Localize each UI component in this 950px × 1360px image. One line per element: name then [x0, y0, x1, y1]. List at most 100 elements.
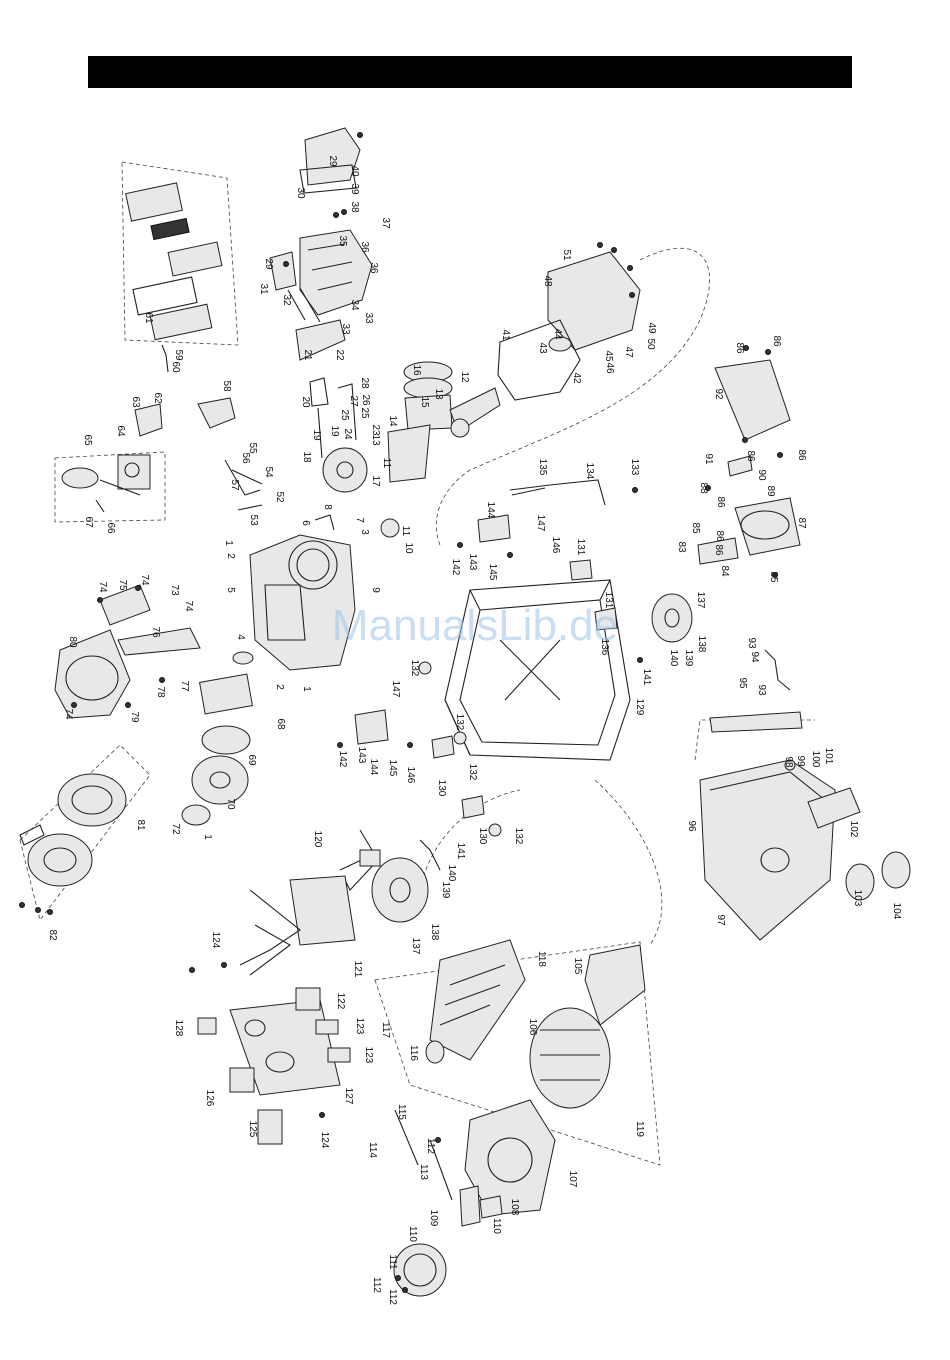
part-number-label: 86 [713, 544, 724, 556]
part-number-label: 49 [646, 322, 657, 334]
part-number-label: 93 [746, 637, 757, 649]
alternator-group-outline [374, 941, 661, 1166]
part-number-label: 38 [349, 201, 360, 213]
wheels [371, 593, 693, 923]
part-number-label: 124 [210, 932, 221, 949]
part-number-label: 12 [459, 371, 470, 383]
part-number-label: 130 [477, 828, 488, 845]
blower-housing [54, 584, 201, 719]
part-number-label: 112 [371, 1277, 382, 1293]
part-number-label: 145 [487, 564, 498, 581]
part-number-label: 35 [337, 235, 348, 247]
part-number-label: 27 [348, 395, 359, 407]
part-number-label: 74 [139, 574, 150, 586]
part-number-label: 119 [634, 1121, 645, 1137]
part-number-label: 132 [409, 660, 420, 677]
part-number-label: 47 [623, 346, 634, 358]
part-number-label: 60 [170, 361, 181, 373]
part-number-label: 88 [698, 482, 709, 494]
part-number-label: 6 [300, 520, 311, 526]
part-number-label: 33 [340, 323, 351, 335]
part-number-label: 86 [771, 335, 782, 347]
fasteners [19, 132, 783, 1293]
part-number-label: 4 [235, 634, 246, 640]
part-number-label: 51 [561, 249, 572, 261]
part-number-label: 44 [552, 328, 563, 340]
part-number-label: 139 [683, 650, 694, 667]
recoil-starter [19, 773, 127, 887]
part-number-label: 62 [152, 392, 163, 404]
part-number-label: 120 [312, 831, 323, 848]
part-number-label: 43 [537, 342, 548, 354]
part-number-label: 55 [247, 442, 258, 454]
part-number-label: 29 [327, 155, 338, 167]
part-number-label: 23 [370, 424, 381, 436]
part-number-label: 40 [349, 165, 360, 177]
part-number-label: 108 [509, 1199, 520, 1216]
part-number-label: 54 [263, 466, 274, 478]
part-number-label: 1 [223, 540, 234, 546]
part-number-label: 2 [225, 553, 236, 559]
piston-crank-assembly [322, 361, 501, 493]
part-number-label: 21 [302, 349, 313, 361]
part-number-label: 104 [891, 903, 902, 920]
part-number-label: 86 [796, 449, 807, 461]
part-number-label: 138 [696, 636, 707, 653]
part-number-label: 110 [491, 1218, 502, 1234]
part-number-label: 146 [550, 537, 561, 554]
part-number-label: 134 [584, 463, 595, 480]
part-number-label: 91 [703, 453, 714, 465]
part-number-label: 143 [356, 747, 367, 764]
part-number-label: 128 [173, 1020, 184, 1037]
part-number-label: 137 [695, 592, 706, 609]
part-number-label: 142 [337, 751, 348, 768]
part-number-label: 101 [823, 748, 834, 765]
part-number-label: 96 [686, 820, 697, 832]
part-number-label: 17 [370, 475, 381, 487]
part-number-label: 67 [83, 516, 94, 528]
part-number-label: 3 [359, 529, 370, 535]
part-number-label: 75 [117, 579, 128, 591]
part-number-label: 73 [169, 584, 180, 596]
part-number-label: 147 [390, 681, 401, 698]
part-number-label: 25 [359, 407, 370, 419]
part-number-label: 57 [229, 479, 240, 491]
part-number-label: 123 [363, 1047, 374, 1064]
part-number-label: 69 [246, 754, 257, 766]
part-number-label: 11 [400, 526, 411, 537]
part-number-label: 29 [263, 258, 274, 270]
part-number-label: 90 [756, 469, 767, 481]
part-number-label: 83 [676, 541, 687, 553]
part-number-label: 126 [204, 1090, 215, 1107]
recoil-starter-group-outline [19, 744, 151, 921]
part-number-label: 144 [368, 759, 379, 776]
part-number-label: 103 [852, 890, 863, 907]
part-number-label: 87 [796, 517, 807, 529]
part-number-label: 132 [454, 714, 465, 731]
carburetor-group-outline [54, 451, 166, 523]
part-number-label: 95 [737, 677, 748, 689]
part-number-label: 114 [367, 1142, 378, 1158]
part-number-label: 41 [500, 329, 511, 341]
part-number-label: 64 [115, 425, 126, 437]
part-number-label: 100 [810, 751, 821, 768]
air-filter-assembly [125, 182, 223, 373]
part-number-label: 78 [155, 686, 166, 698]
part-number-label: 28 [359, 377, 370, 389]
part-number-label: 137 [410, 938, 421, 955]
part-number-label: 125 [247, 1121, 258, 1138]
part-number-label: 61 [143, 312, 154, 324]
part-number-label: 1 [202, 834, 213, 840]
part-number-label: 79 [129, 711, 140, 723]
frame-link-line [594, 779, 663, 946]
part-number-label: 130 [436, 780, 447, 797]
part-number-label: 146 [405, 767, 416, 784]
part-number-label: 111 [387, 1254, 398, 1270]
part-number-label: 141 [455, 843, 466, 860]
part-number-label: 112 [425, 1138, 436, 1154]
part-number-label: 39 [349, 183, 360, 195]
part-number-label: 123 [354, 1018, 365, 1035]
part-number-label: 139 [440, 882, 451, 899]
part-number-label: 65 [82, 434, 93, 446]
part-number-label: 37 [380, 217, 391, 229]
